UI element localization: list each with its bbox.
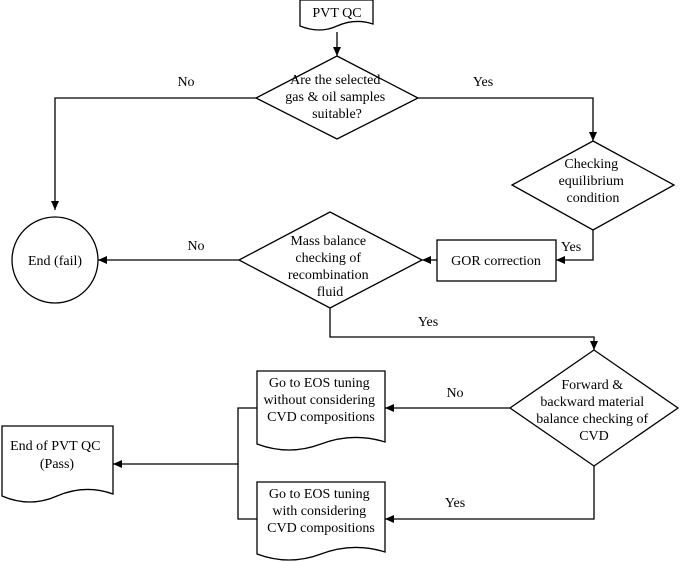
- edge-label-mass-no: No: [187, 239, 204, 254]
- end-pass-document-shape: [1, 425, 114, 503]
- connector-eos-merge: [237, 407, 257, 520]
- connector-equilibrium-yes: [556, 230, 594, 264]
- eos-without-text: Go to EOS tuning without considering CVD…: [263, 376, 378, 425]
- edge-label-samples-yes: Yes: [473, 75, 493, 90]
- eos-without-document-shape: [256, 370, 386, 451]
- cvd-decision-diamond: [508, 349, 680, 467]
- mass-balance-decision-text: Mass balance checking of recombination f…: [288, 234, 372, 300]
- gor-correction-label: GOR correction: [451, 254, 541, 269]
- equilibrium-decision-diamond: [510, 140, 676, 231]
- end-fail-circle: [11, 216, 99, 304]
- samples-decision-text: Are the selected gas & oil samples suita…: [285, 73, 388, 122]
- edge-label-samples-no: No: [177, 75, 194, 90]
- connector-mass-yes: [329, 308, 598, 350]
- edge-label-cvd-yes: Yes: [445, 496, 465, 511]
- connector-samples-yes: [418, 97, 597, 141]
- eos-with-text: Go to EOS tuning with considering CVD co…: [267, 487, 375, 536]
- samples-decision-diamond: [254, 55, 420, 140]
- edge-label-mass-yes: Yes: [418, 315, 438, 330]
- connector-samples-no: [51, 97, 256, 210]
- start-label: PVT QC: [312, 6, 361, 21]
- connector-cvd-yes: [385, 466, 595, 523]
- edge-label-cvd-no: No: [446, 386, 463, 401]
- edge-label-equilibrium-yes: Yes: [561, 240, 581, 255]
- start-document-shape: [299, 0, 374, 31]
- cvd-decision-text: Forward & backward material balance chec…: [536, 378, 651, 444]
- end-pass-text: End of PVT QC (Pass): [10, 439, 104, 472]
- end-fail-label: End (fail): [28, 254, 82, 269]
- gor-correction-box: [436, 239, 557, 282]
- mass-balance-decision-diamond: [237, 211, 424, 309]
- eos-with-document-shape: [256, 481, 386, 561]
- equilibrium-decision-text: Checking equilibrium condition: [559, 157, 628, 206]
